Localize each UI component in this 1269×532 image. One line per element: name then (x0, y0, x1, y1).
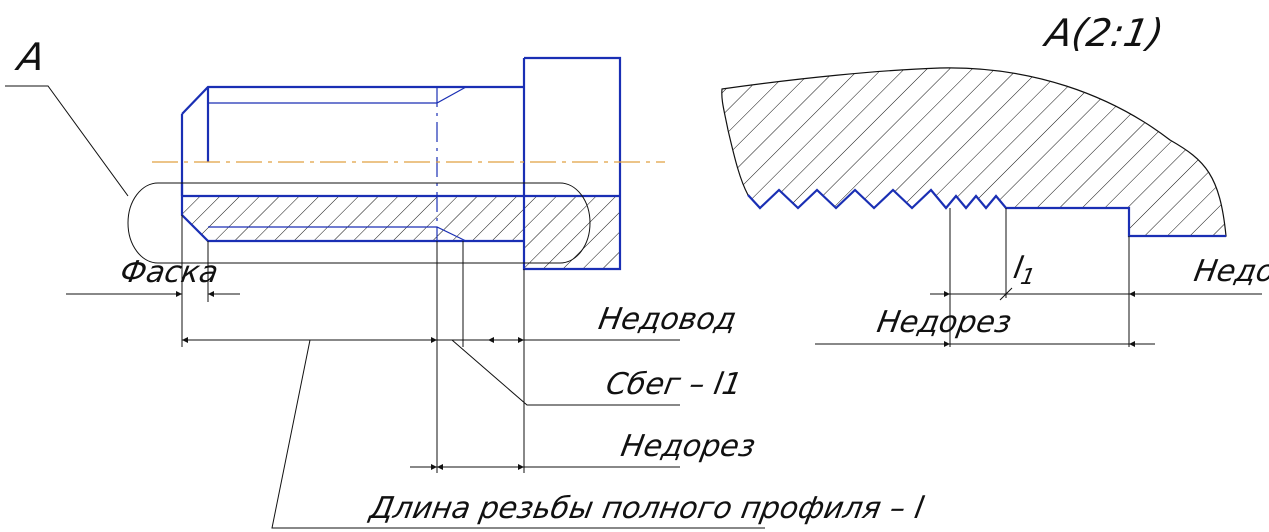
bolt-outline (180, 56, 622, 271)
thread-inner-lines (208, 86, 467, 242)
detail-outline (747, 188, 1226, 238)
view-a-marker-label: A (11, 35, 48, 80)
bolt-main-view (5, 56, 665, 271)
underrun-label: Недовод (596, 302, 739, 337)
left-dimensions (66, 215, 765, 529)
detail-section-hatch (721, 67, 1227, 237)
full-profile-length-label: Длина резьбы полного профиля – l (365, 491, 927, 526)
detail-view-title: A(2:1) (1039, 11, 1167, 56)
view-a-callout-loop (127, 182, 591, 264)
detail-undercut-label: Недорез (874, 305, 1014, 340)
runout-label: Сбег – l1 (603, 367, 744, 402)
undercut-label: Недорез (618, 429, 758, 464)
detail-l1-subscript: 1 (1019, 264, 1038, 290)
view-a-leader (5, 85, 129, 197)
detail-l1-label: l1 (1010, 251, 1039, 290)
chamfer-label: Фаска (118, 255, 221, 290)
detail-view (721, 67, 1227, 238)
right-dimensions (815, 208, 1262, 347)
detail-underrun-label: Недовод (1191, 254, 1269, 289)
bolt-section-hatch (182, 196, 620, 269)
